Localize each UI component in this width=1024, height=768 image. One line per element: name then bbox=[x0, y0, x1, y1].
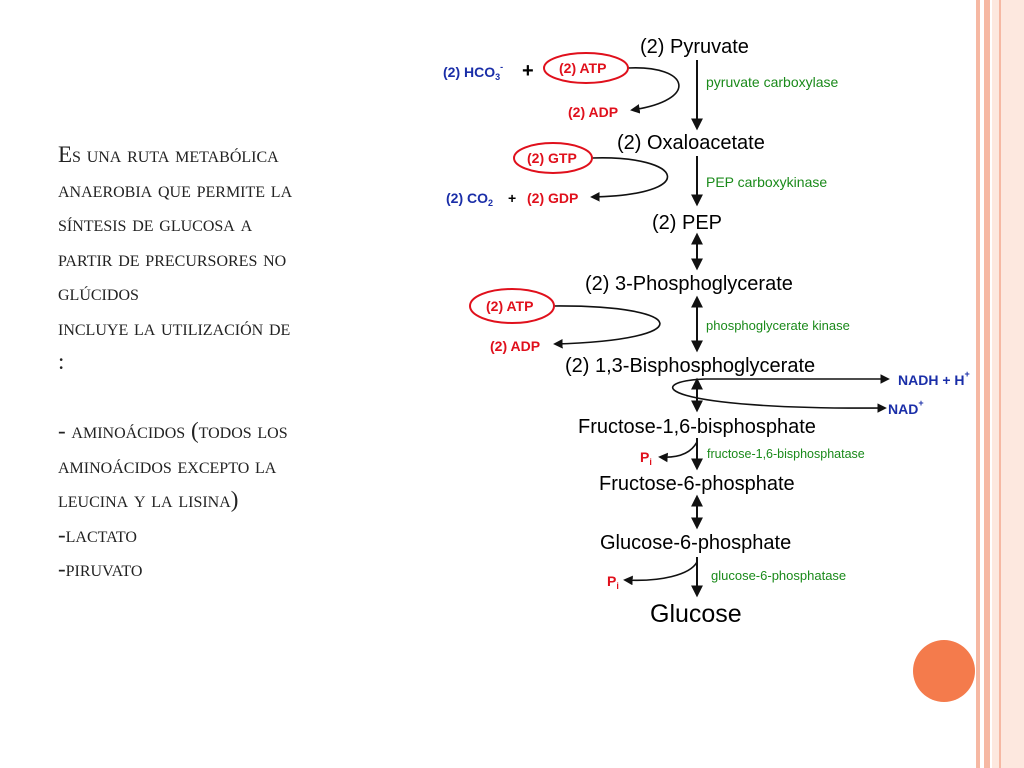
cofactor-nad: NAD+ bbox=[888, 398, 924, 417]
text-line: síntesis de glucosa a bbox=[58, 211, 253, 236]
metabolite-3-phosphoglycerate: (2) 3-Phosphoglycerate bbox=[585, 273, 793, 295]
gtp-oval bbox=[513, 142, 593, 174]
cofactor-nadh: NADH + H+ bbox=[898, 369, 970, 388]
metabolite-pyruvate: (2) Pyruvate bbox=[640, 36, 749, 58]
metabolite-oxaloacetate: (2) Oxaloacetate bbox=[617, 132, 765, 154]
enzyme-glucose-6-phosphatase: glucose-6-phosphatase bbox=[711, 568, 846, 583]
cofactor-pi-1: Pi bbox=[640, 449, 652, 467]
metabolite-pep: (2) PEP bbox=[652, 212, 722, 234]
text-line: incluye la utilización de bbox=[58, 314, 291, 340]
metabolite-fructose-6-phosphate: Fructose-6-phosphate bbox=[599, 473, 795, 495]
atp-oval-1 bbox=[543, 52, 629, 84]
decor-stripe bbox=[992, 0, 1024, 768]
metabolite-glucose: Glucose bbox=[650, 600, 742, 628]
arrow-atp-adp-2 bbox=[553, 305, 661, 349]
cofactor-atp-2: (2) ATP bbox=[486, 298, 533, 314]
text-line: glúcidos bbox=[58, 280, 139, 305]
side-reaction-arrows bbox=[553, 67, 890, 586]
decor-stripe bbox=[999, 0, 1001, 768]
cofactor-co2: (2) CO2 bbox=[446, 190, 493, 208]
decor-stripe bbox=[976, 0, 980, 768]
enzyme-pep-carboxykinase: PEP carboxykinase bbox=[706, 174, 827, 190]
enzyme-phosphoglycerate-kinase: phosphoglycerate kinase bbox=[706, 318, 850, 333]
text-line: : bbox=[58, 349, 65, 374]
text-line: partir de precursores no bbox=[58, 245, 287, 271]
cofactor-adp-1: (2) ADP bbox=[568, 104, 618, 120]
text-line: - aminoácidos (todos los bbox=[58, 418, 288, 443]
gluconeogenesis-diagram: (2) Pyruvate (2) Oxaloacetate (2) PEP (2… bbox=[443, 36, 970, 628]
decor-orb bbox=[913, 640, 975, 702]
text-line: anaerobia que permite la bbox=[58, 176, 293, 202]
text-line: -lactato bbox=[58, 521, 137, 547]
decor-stripe bbox=[984, 0, 990, 768]
arrow-gtp-gdp bbox=[590, 157, 669, 202]
metabolite-fructose-1-6-bisphosphate: Fructose-1,6-bisphosphate bbox=[578, 416, 816, 438]
arrow-pi-1 bbox=[658, 441, 698, 463]
slide-body-text: Es una ruta metabólica anaerobia que per… bbox=[58, 138, 418, 587]
metabolite-glucose-6-phosphate: Glucose-6-phosphate bbox=[600, 532, 791, 554]
text-line: Es una ruta metabólica bbox=[58, 142, 279, 167]
plus-sign-1: + bbox=[522, 60, 534, 82]
cofactor-pi-2: Pi bbox=[607, 573, 619, 591]
metabolite-1-3-bisphosphoglycerate: (2) 1,3-Bisphosphoglycerate bbox=[565, 355, 815, 377]
arrow-atp-adp-1 bbox=[627, 67, 680, 114]
cofactor-atp-1: (2) ATP bbox=[559, 60, 606, 76]
cofactor-gtp: (2) GTP bbox=[527, 150, 577, 166]
cofactor-adp-2: (2) ADP bbox=[490, 338, 540, 354]
enzyme-pyruvate-carboxylase: pyruvate carboxylase bbox=[706, 74, 839, 90]
cofactor-hco3: (2) HCO3- bbox=[443, 62, 503, 82]
text-line: -piruvato bbox=[58, 556, 143, 581]
plus-sign-2: + bbox=[508, 190, 516, 206]
atp-oval-2 bbox=[469, 288, 555, 324]
arrow-nadh-nad bbox=[671, 374, 890, 413]
text-line: leucina y la lisina) bbox=[58, 487, 239, 512]
enzyme-fructose-1-6-bisphosphatase: fructose-1,6-bisphosphatase bbox=[707, 447, 865, 461]
cofactor-gdp: (2) GDP bbox=[527, 190, 578, 206]
arrow-pi-2 bbox=[623, 561, 698, 586]
text-line: aminoácidos excepto la bbox=[58, 452, 277, 478]
